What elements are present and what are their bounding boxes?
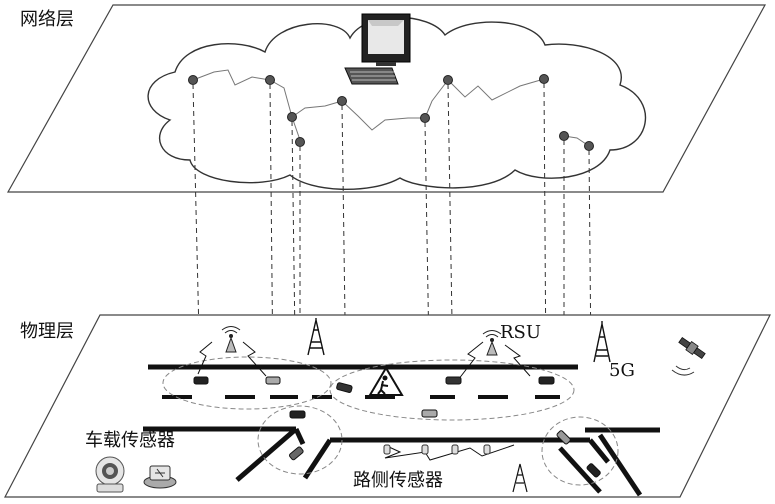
car-icon [336, 382, 353, 393]
car-icon [289, 410, 306, 419]
cell-tower-icon [593, 321, 611, 363]
rsu-label: RSU [500, 322, 542, 343]
car-icons [193, 376, 601, 478]
car-icon [538, 376, 555, 385]
network-nodes [188, 74, 594, 151]
antenna-icon [221, 326, 241, 353]
network-layer-label: 网络层 [20, 9, 74, 30]
camera-icon [95, 456, 125, 493]
road [143, 364, 660, 497]
satellite-icon [678, 336, 706, 360]
antenna-icon [482, 330, 502, 356]
road-worker-icon [368, 366, 404, 396]
car-icon [265, 376, 281, 385]
car-icon [556, 430, 571, 445]
roadside-sensor-label: 路侧传感器 [353, 470, 443, 491]
physical-layer-label: 物理层 [20, 321, 74, 342]
radar-icon [143, 465, 177, 489]
car-icon [193, 376, 209, 385]
car-icon [289, 446, 304, 461]
car-icon [445, 376, 462, 385]
satellite-signal [671, 365, 695, 376]
5g-label: 5G [609, 360, 635, 381]
wireless-links [197, 341, 531, 461]
car-icon [421, 409, 438, 418]
cell-tower-icon [512, 463, 528, 493]
cell-tower-icon [307, 318, 325, 356]
computer-icon [344, 13, 411, 85]
car-icon [586, 463, 601, 478]
coverage-areas [162, 356, 619, 486]
physical-layer-plane [4, 314, 771, 498]
cloud-shape [147, 16, 647, 191]
roadside-sensor-posts [383, 444, 491, 455]
vehicle-sensor-label: 车载传感器 [85, 430, 175, 451]
network-links [192, 69, 590, 147]
